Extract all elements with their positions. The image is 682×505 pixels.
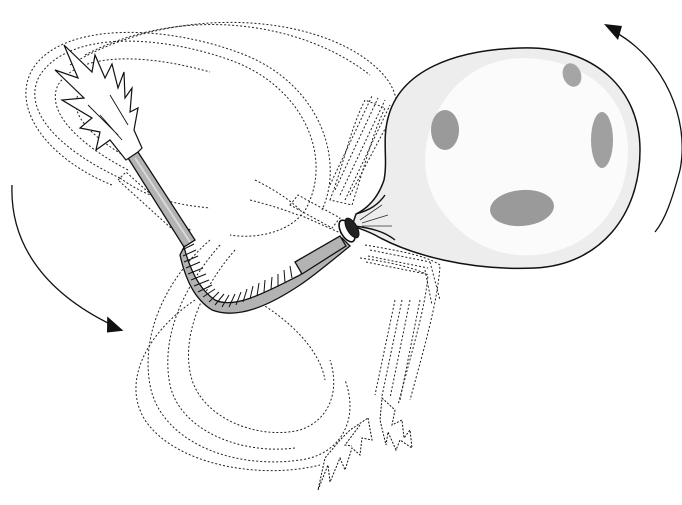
- flexible-straw: [128, 152, 350, 313]
- balloon: [352, 48, 640, 269]
- balloon-spot: [431, 110, 459, 150]
- ghost-hose-lower: [360, 245, 440, 405]
- balloon-spot: [591, 112, 613, 168]
- rotation-arrow-left: [12, 185, 125, 335]
- ghost-air-burst-lower: [318, 398, 412, 490]
- air-burst-upper: [55, 45, 142, 160]
